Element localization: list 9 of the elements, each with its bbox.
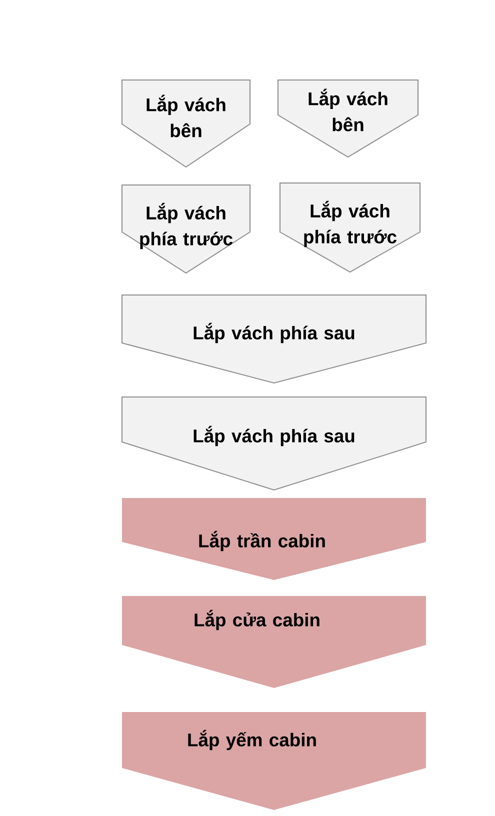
process-step: Lắp vách bên: [122, 80, 250, 168]
process-step: Lắp vách phía sau: [122, 294, 426, 384]
process-step: Lắp vách phía trước: [122, 184, 250, 274]
process-step: Lắp vách bên: [278, 80, 418, 158]
process-step: Lắp yếm cabin: [122, 712, 426, 810]
process-step: Lắp cửa cabin: [122, 596, 426, 688]
process-step: Lắp vách phía sau: [122, 396, 426, 491]
process-step: Lắp vách phía trước: [280, 182, 420, 273]
process-step: Lắp trần cabin: [122, 498, 426, 580]
